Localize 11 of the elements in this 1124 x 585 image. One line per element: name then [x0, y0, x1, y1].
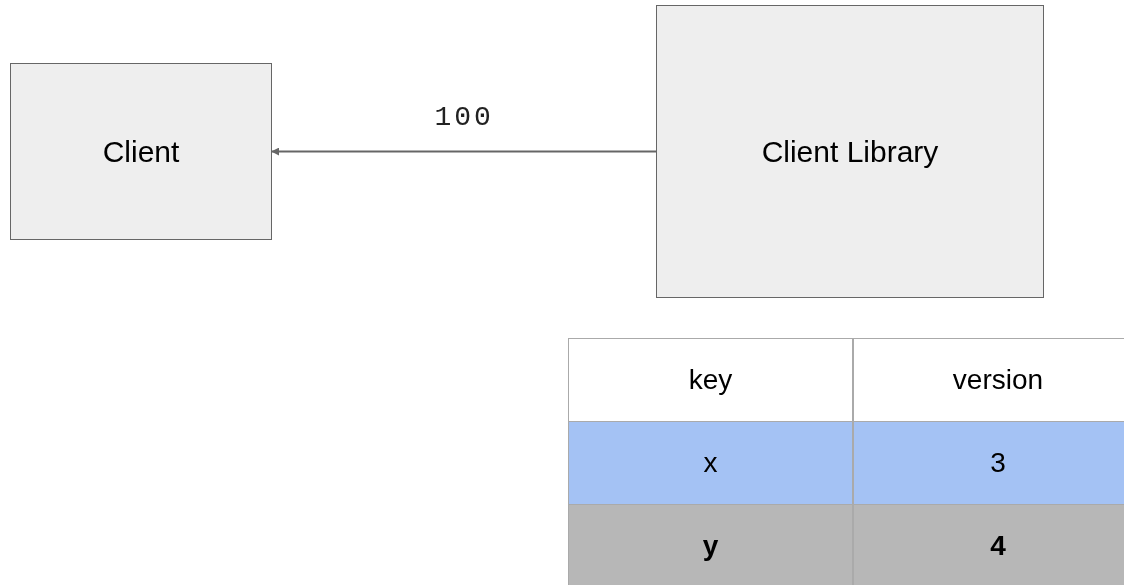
- arrow: [271, 147, 657, 156]
- table-header-cell: key: [568, 338, 853, 422]
- node-label: Client Library: [761, 134, 939, 169]
- table-cell: y: [568, 504, 853, 585]
- process-box: [656, 5, 1044, 298]
- process-box: [10, 63, 272, 240]
- table-cell: x: [568, 421, 853, 505]
- table-header-cell: version: [853, 338, 1124, 422]
- table-cell: 3: [853, 421, 1124, 505]
- node-label: Client: [102, 134, 180, 169]
- table-cell: 4: [853, 504, 1124, 585]
